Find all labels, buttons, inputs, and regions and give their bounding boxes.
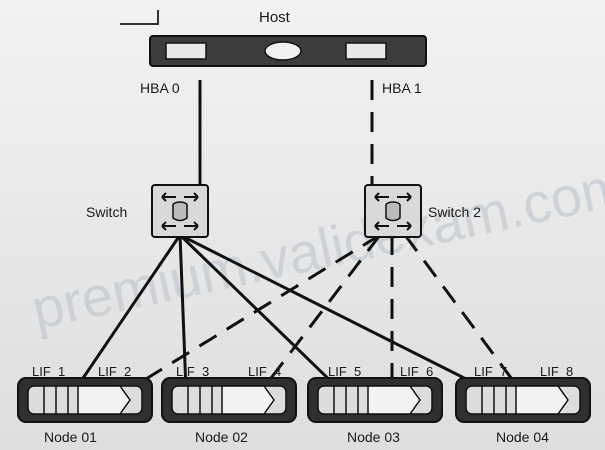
link-switch1-lif7 bbox=[179, 233, 489, 392]
hba1-label: HBA 1 bbox=[382, 80, 422, 96]
corner-mark bbox=[120, 10, 159, 25]
node01-lif2-label: LIF_2 bbox=[98, 364, 131, 379]
node03-device bbox=[307, 377, 443, 423]
node04-label: Node 04 bbox=[496, 429, 549, 445]
link-switch1-lif5 bbox=[178, 233, 342, 392]
link-switch2-lif4 bbox=[260, 234, 382, 391]
node01-label: Node 01 bbox=[44, 429, 97, 445]
node04-lif8-label: LIF_8 bbox=[540, 364, 573, 379]
switch2-label: Switch 2 bbox=[428, 204, 481, 220]
node02-lif3-label: LIF_3 bbox=[176, 364, 209, 379]
node02-lif4-label: LIF_4 bbox=[248, 364, 281, 379]
switch2-icon bbox=[364, 184, 422, 238]
node04-lif7-label: LIF_7 bbox=[474, 364, 507, 379]
node03-lif5-label: LIF_5 bbox=[328, 364, 361, 379]
link-switch1-lif3 bbox=[178, 234, 188, 391]
node02-device bbox=[161, 377, 297, 423]
node03-lif6-label: LIF_6 bbox=[400, 364, 433, 379]
link-switch1-lif1 bbox=[73, 234, 182, 391]
host-label: Host bbox=[259, 9, 291, 26]
node04-device bbox=[455, 377, 591, 423]
host-device bbox=[149, 35, 427, 67]
node03-label: Node 03 bbox=[347, 429, 400, 445]
node02-label: Node 02 bbox=[195, 429, 248, 445]
node01-device bbox=[17, 377, 153, 423]
switch1-icon bbox=[151, 184, 209, 238]
watermark-text: premium.validexam.com bbox=[26, 153, 605, 341]
link-switch2-lif2 bbox=[127, 233, 381, 392]
hba0-label: HBA 0 bbox=[140, 80, 180, 96]
link-switch2-lif8 bbox=[403, 234, 522, 391]
node01-lif1-label: LIF_1 bbox=[32, 364, 65, 379]
switch1-label: Switch bbox=[86, 204, 127, 220]
